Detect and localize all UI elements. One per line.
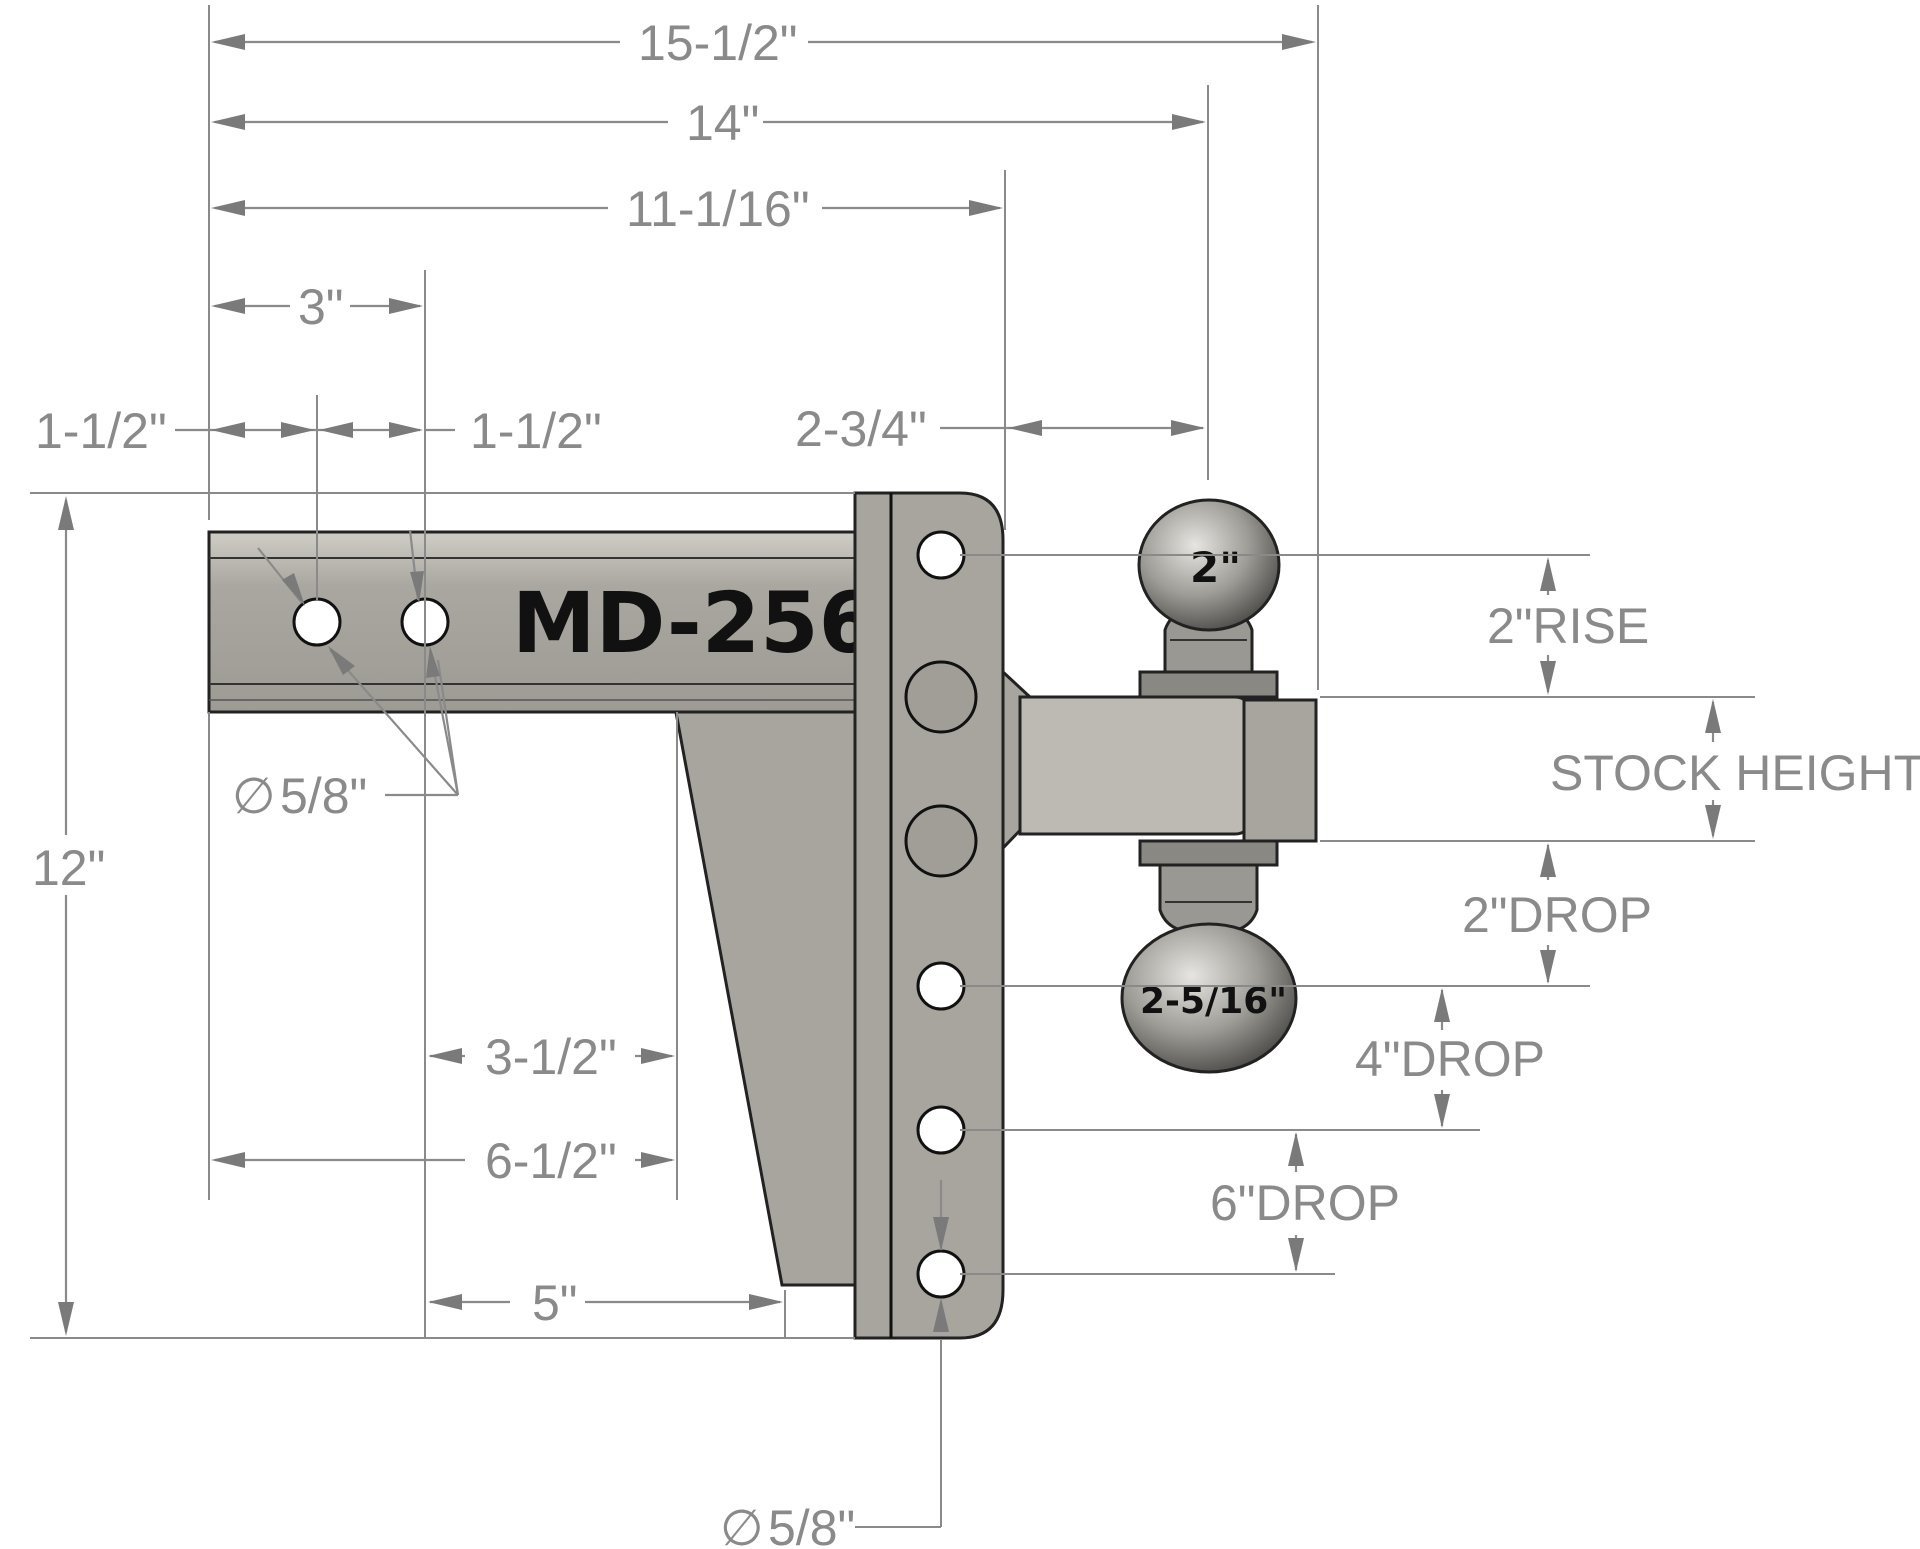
dim-text-to-plate: 11-1/16": [626, 181, 810, 237]
bottom-ball: 2-5/16": [1120, 839, 1298, 1074]
dim-text-drop-4: 4"DROP: [1355, 1031, 1545, 1087]
dim-stock-height: STOCK HEIGHT: [1550, 699, 1920, 839]
dim-drop-2: 2"DROP: [1462, 843, 1652, 984]
dim-text-overall-height: 12": [32, 840, 105, 896]
dim-gusset-bottom: 5": [428, 1275, 783, 1331]
dim-text-plate-to-ball: 2-3/4": [795, 401, 927, 457]
dim-to-plate: 11-1/16": [211, 181, 1003, 237]
dim-text-shank-hole: 5/8": [280, 768, 367, 824]
plate-hole-2: [916, 961, 966, 1011]
top-ball-size: 2": [1190, 543, 1241, 592]
model-label: MD-256: [512, 574, 877, 672]
plate-hole-3: [916, 1105, 966, 1155]
dim-drop-4: 4"DROP: [1355, 988, 1545, 1128]
dia-symbol-shank: ∅: [232, 768, 276, 824]
dim-text-drop-6: 6"DROP: [1210, 1175, 1400, 1231]
ball-mount: [1001, 668, 1318, 852]
dim-text-overall: 15-1/2": [638, 15, 798, 71]
dim-overall-length: 15-1/2": [211, 15, 1316, 71]
dim-shank-hole-dia: ∅ 5/8": [232, 529, 460, 824]
plate-boss-1: [904, 660, 978, 734]
gusset: [673, 705, 857, 1287]
extension-lines: [30, 5, 1755, 1528]
dim-ball-center: 14": [211, 95, 1206, 151]
dim-text-gusset-offset: 3-1/2": [485, 1029, 617, 1085]
dim-hole-spacing: 3": [211, 279, 423, 335]
dim-text-plate-hole: 5/8": [768, 1500, 855, 1549]
dim-overall-height: 12": [32, 496, 105, 1336]
dim-text-rise: 2"RISE: [1487, 598, 1649, 654]
dim-plate-hole-dia: ∅ 5/8": [720, 1180, 949, 1549]
dim-gusset-total: 6-1/2": [211, 1133, 675, 1189]
dim-rise: 2"RISE: [1487, 557, 1649, 695]
dim-front-hole: 1-1/2" 1-1/2": [35, 403, 602, 459]
dia-symbol-plate: ∅: [720, 1500, 764, 1549]
dim-text-drop-2: 2"DROP: [1462, 887, 1652, 943]
shank: MD-256: [207, 530, 877, 714]
mount-plate: [853, 491, 1005, 1340]
dim-plate-to-ball: 2-3/4": [795, 401, 1205, 457]
dim-gusset-offset: 3-1/2": [428, 1029, 675, 1085]
plate-boss-2: [904, 804, 978, 878]
plate-hole-4: [916, 1249, 966, 1299]
dim-text-stock-height: STOCK HEIGHT: [1550, 745, 1920, 801]
dim-text-hole-spacing: 3": [298, 279, 344, 335]
bottom-ball-size: 2-5/16": [1140, 981, 1287, 1022]
dim-text-hole-half: 1-1/2": [470, 403, 602, 459]
dim-text-front-hole: 1-1/2": [35, 403, 167, 459]
dim-text-gusset-total: 6-1/2": [485, 1133, 617, 1189]
shank-hole-1: [292, 597, 342, 647]
top-ball: 2": [1137, 498, 1281, 699]
dim-text-gusset-bottom: 5": [532, 1275, 578, 1331]
plate-hole-1: [916, 530, 966, 580]
dim-text-ball-center: 14": [686, 95, 759, 151]
dim-drop-6: 6"DROP: [1210, 1132, 1400, 1272]
